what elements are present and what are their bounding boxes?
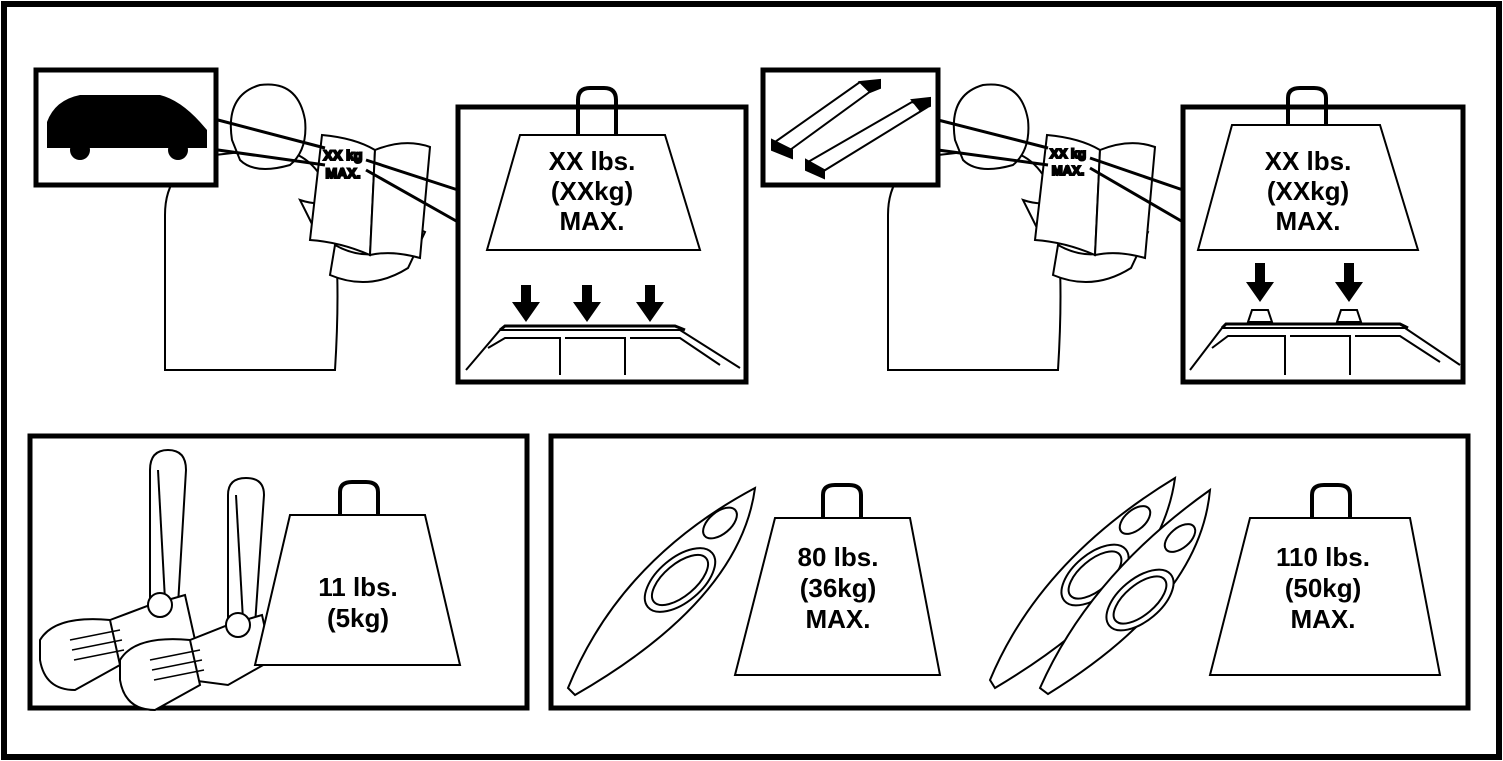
double-kayak-weight-line3: MAX.: [1291, 604, 1356, 634]
manual-text-line2: MAX.: [1052, 163, 1085, 178]
double-kayak-weight-line2: (50kg): [1285, 573, 1362, 603]
weight-label-line3: MAX.: [560, 206, 625, 236]
single-kayak-weight-line2: (36kg): [800, 573, 877, 603]
manual-text-line1: XX kg: [1050, 146, 1086, 161]
weight-label-line1: XX lbs.: [549, 146, 636, 176]
weight-label-line1: XX lbs.: [1265, 146, 1352, 176]
panel-bottom-right: 80 lbs. (36kg) MAX. 110 lbs. (50kg) MAX.: [551, 436, 1468, 708]
double-kayak-weight-line1: 110 lbs.: [1276, 542, 1370, 572]
single-kayak-weight-line1: 80 lbs.: [798, 542, 879, 572]
single-kayak-weight-line3: MAX.: [806, 604, 871, 634]
carrier-weight-line2: (5kg): [327, 603, 389, 633]
manual-text-line1: XX kg: [324, 147, 363, 163]
weight-label-line2: (XXkg): [551, 176, 633, 206]
weight-label-line3: MAX.: [1276, 206, 1341, 236]
carrier-weight-line1: 11 lbs.: [318, 572, 398, 602]
crossbars-inset-box: [763, 70, 938, 185]
manual-text-line2: MAX.: [326, 165, 361, 181]
panel-bottom-left: 11 lbs. (5kg): [30, 436, 527, 710]
weight-label-line2: (XXkg): [1267, 176, 1349, 206]
